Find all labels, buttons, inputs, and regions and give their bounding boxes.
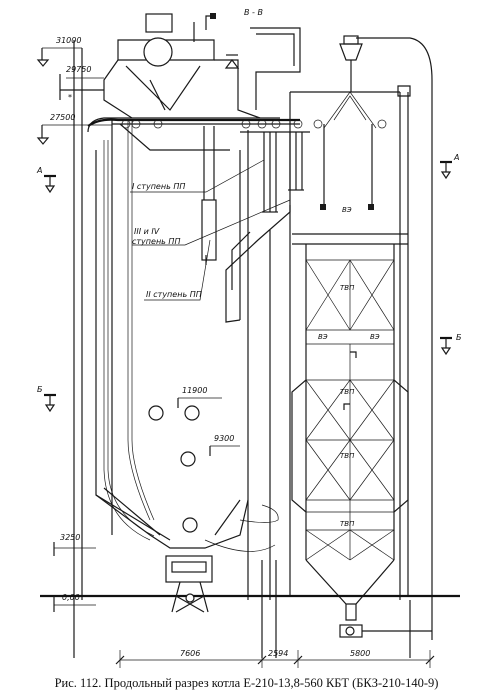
label-vz-left: ВЭ [318, 333, 328, 341]
elevation-29750: 29750 [66, 65, 91, 74]
furnace [81, 48, 291, 600]
dimension-line: 7606 2594 5800 [115, 649, 435, 668]
drum [143, 37, 173, 67]
label-stage34-line1: III и IV [134, 227, 160, 236]
dimension-5800: 5800 [350, 649, 370, 658]
elevation-3250: 3250 [60, 533, 80, 542]
label-stage2: II ступень ПП [146, 290, 202, 299]
dimension-2594: 2594 [268, 649, 288, 658]
cut-b-right: Б [456, 333, 462, 342]
burner [182, 517, 198, 533]
star-mark: * [68, 93, 72, 102]
drum-and-piping [87, 13, 387, 265]
component-labels: I ступень ПП III и IV ступень ПП II ступ… [130, 159, 291, 301]
label-tvp-3: ТВП [340, 452, 355, 460]
label-stage1: I ступень ПП [132, 182, 185, 191]
elevation-27500: 27500 [50, 113, 75, 122]
label-tvp-4: ТВП [340, 520, 355, 528]
label-stage34-line2: ступень ПП [132, 237, 180, 246]
support-steel [40, 40, 460, 658]
figure-caption: Рис. 112. Продольный разрез котла Е-210-… [54, 676, 439, 690]
elevation-31000: 31000 [56, 36, 81, 45]
label-vz-right: ВЭ [370, 333, 380, 341]
convective-shaft [289, 35, 433, 640]
shaft-block-labels: ВЭ ТВП ВЭ ВЭ ТВП ТВП ТВП [318, 206, 380, 528]
elevation-9300: 9300 [214, 434, 234, 443]
cut-b-left: Б [37, 385, 43, 394]
burner [180, 451, 196, 467]
elevation-marks: 31000 29750 * 27500 11900 9300 3250 0,00 [36, 36, 240, 612]
burner [184, 405, 200, 421]
cut-marks: А А Б Б [36, 153, 462, 413]
label-tvp-2: ТВП [340, 388, 355, 396]
cut-a-right: А [453, 153, 459, 162]
cut-a-left: А [36, 166, 42, 175]
label-vz-top: ВЭ [342, 206, 352, 214]
elevation-0: 0,00 [62, 593, 80, 602]
section-label: В - В [244, 8, 263, 17]
burner [148, 405, 164, 421]
elevation-11900: 11900 [182, 386, 207, 395]
dimension-7606: 7606 [180, 649, 200, 658]
label-tvp-1: ТВП [340, 284, 355, 292]
